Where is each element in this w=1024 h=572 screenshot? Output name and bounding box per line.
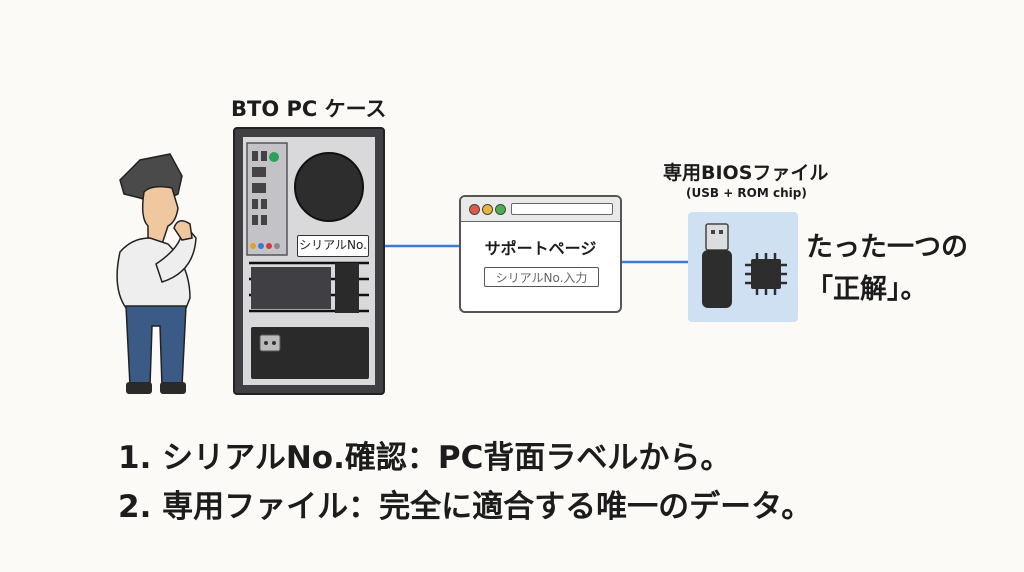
close-dot-icon (469, 204, 480, 215)
step-2: 2. 専用ファイル：完全に適合する唯一のデータ。 (118, 489, 813, 525)
bios-file-subtitle: (USB + ROM chip) (686, 186, 807, 200)
serial-number-label: シリアルNo. (297, 235, 369, 257)
browser-toolbar (461, 197, 620, 222)
support-page-window: サポートページ シリアルNo.入力 (459, 195, 622, 313)
bios-file-panel (688, 212, 798, 322)
answer-line-2: 「正解」。 (806, 274, 928, 305)
pc-case (233, 127, 385, 395)
pc-case-title: BTO PC ケース (231, 97, 387, 121)
person-illustration (116, 153, 197, 394)
maximize-dot-icon (495, 204, 506, 215)
step-1: 1. シリアルNo.確認：PC背面ラベルから。 (118, 440, 732, 476)
serial-number-input[interactable]: シリアルNo.入力 (484, 267, 599, 287)
minimize-dot-icon (482, 204, 493, 215)
answer-text: たった一つの 「正解」。 (806, 227, 968, 311)
rom-chip-icon (745, 253, 787, 295)
answer-line-1: たった一つの (806, 232, 968, 263)
url-bar (511, 203, 613, 215)
support-page-title: サポートページ (484, 239, 597, 258)
usb-drive-icon (702, 223, 732, 308)
bios-file-title: 専用BIOSファイル (663, 162, 829, 184)
